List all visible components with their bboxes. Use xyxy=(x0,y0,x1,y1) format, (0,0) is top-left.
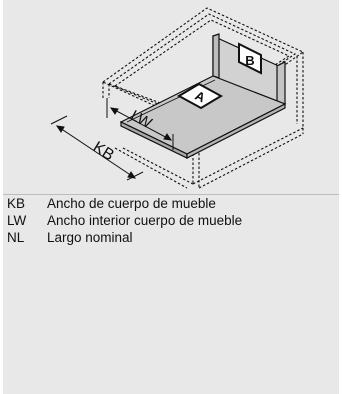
label-a-box: A xyxy=(176,82,224,110)
legend-row-kb: KB Ancho de cuerpo de mueble xyxy=(3,195,339,212)
legend: KB Ancho de cuerpo de mueble LW Ancho in… xyxy=(3,195,339,246)
legend-key: LW xyxy=(7,213,27,228)
kb-dimension xyxy=(50,115,144,181)
drawer-dimension-diagram: B A LW K xyxy=(3,0,339,195)
legend-row-nl: NL Largo nominal xyxy=(3,229,339,246)
legend-row-lw: LW Ancho interior cuerpo de mueble xyxy=(3,212,339,229)
lw-dimension xyxy=(106,98,174,150)
kb-label: KB xyxy=(90,139,117,165)
legend-desc: Ancho interior cuerpo de mueble xyxy=(47,213,243,228)
drawer-body xyxy=(119,33,287,159)
legend-desc: Ancho de cuerpo de mueble xyxy=(47,196,216,211)
label-b: B xyxy=(245,53,254,68)
legend-key: KB xyxy=(7,196,26,211)
legend-desc: Largo nominal xyxy=(47,230,133,245)
divider xyxy=(3,194,339,195)
legend-key: NL xyxy=(7,230,25,245)
label-b-box: B xyxy=(238,42,262,75)
spec-panel: B A LW K xyxy=(3,0,339,394)
